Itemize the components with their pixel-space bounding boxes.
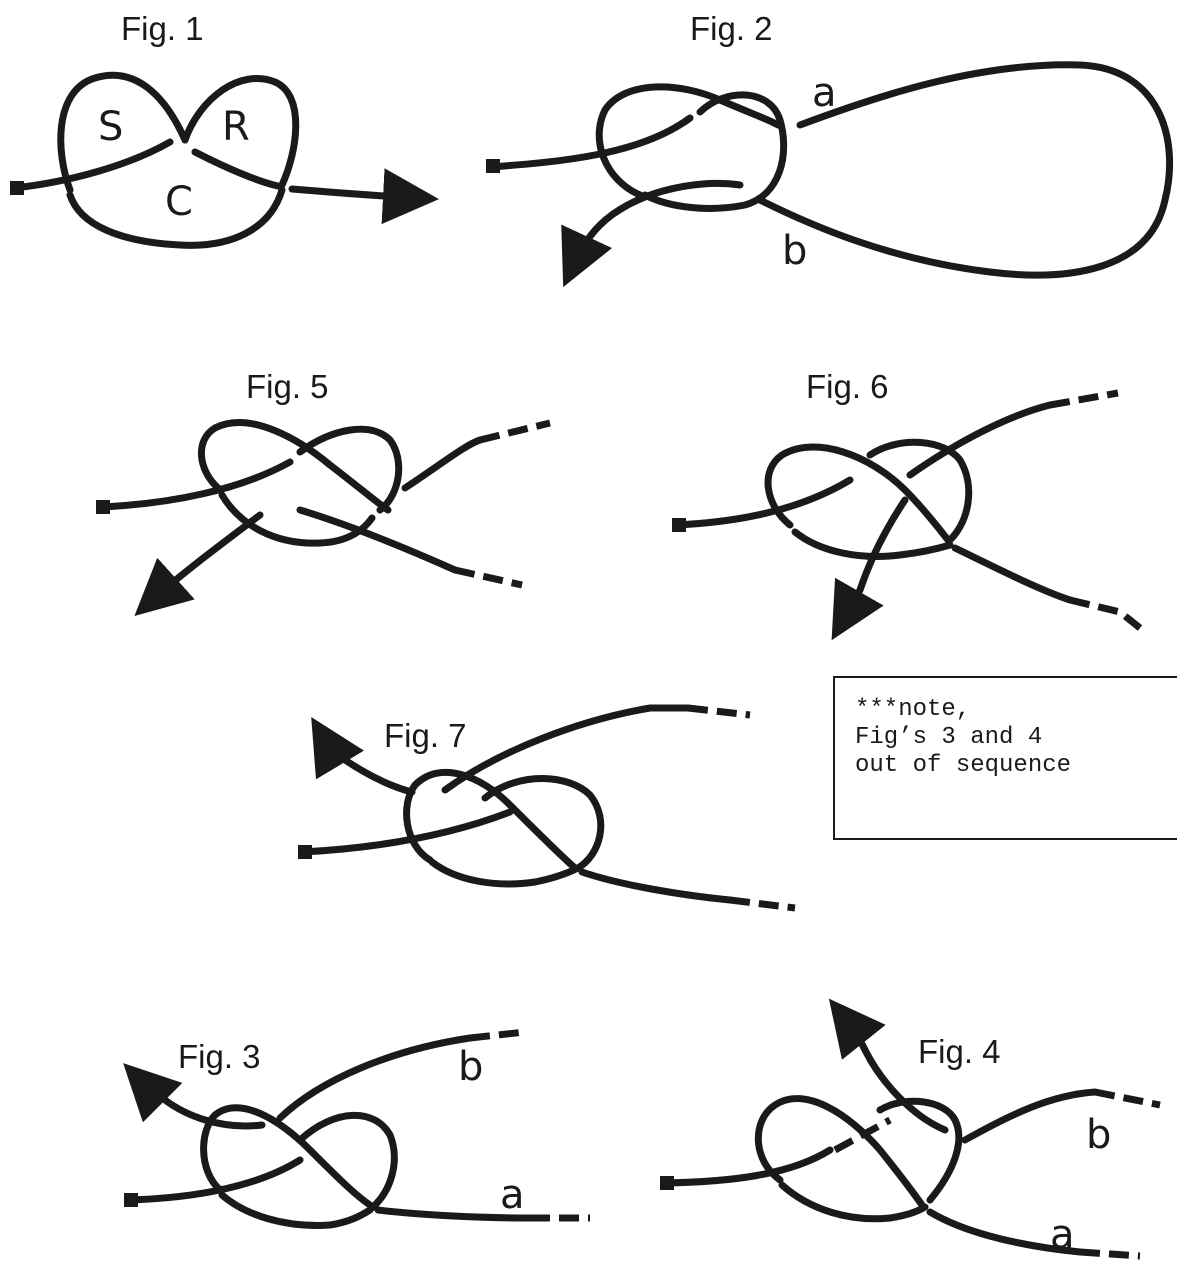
figure-1-standing-end: [10, 138, 174, 192]
figure-4-standing-end: [660, 1146, 834, 1187]
figure-5-left-loop: [197, 419, 392, 514]
figure-1-label-r: R: [222, 104, 250, 150]
figure-2-label-b: b: [782, 228, 807, 274]
figure-3-working-end: [123, 1063, 266, 1130]
figure-1-loop-s: [57, 71, 189, 194]
figure-7-right-loop: [481, 775, 605, 872]
figure-1-title: Fig. 1: [121, 10, 204, 47]
figure-6-right-loop: [866, 438, 973, 544]
figure-3-right-loop: [296, 1111, 398, 1212]
figure-5: Fig. 5: [96, 368, 551, 617]
figure-4: Fig. 4 b a: [660, 998, 1161, 1260]
figure-6-lower-right-strand: [951, 544, 1074, 604]
figure-3-strand-b: [276, 1034, 474, 1122]
figure-4-strand-a: [926, 1208, 1084, 1256]
figure-2-rope-end-cap: [486, 159, 500, 173]
figure-7-rope-end-cap: [298, 845, 312, 859]
figure-7: Fig. 7: [298, 704, 796, 912]
figure-3-lower-bight: [218, 1191, 374, 1229]
figure-1-bight-c: [66, 186, 286, 249]
figure-5-upper-right-strand: [401, 436, 484, 492]
figure-4-rope-end-cap: [660, 1176, 674, 1190]
figure-2-big-loop: [756, 61, 1174, 279]
figure-5-lower-right-strand: [296, 506, 459, 574]
figure-6-working-end: [831, 496, 909, 641]
figure-3-left-loop: [200, 1104, 374, 1209]
figure-5-lower-right-strand-dashed: [454, 566, 523, 589]
figure-3-label-a: a: [500, 1172, 525, 1218]
figure-2-inner-loop: [641, 91, 788, 212]
figure-1-loop-r: [181, 75, 300, 189]
figure-6-rope-end-cap: [672, 518, 686, 532]
figure-6-standing-end: [672, 476, 854, 529]
figure-3: Fig. 3 b a: [123, 1028, 590, 1229]
figure-5-lower-bight: [218, 491, 376, 547]
figure-6-lower-bight: [791, 528, 954, 560]
figure-4-strand-a-dashed: [1079, 1248, 1141, 1260]
figure-3-rope-end-cap: [124, 1193, 138, 1207]
figure-4-inner-crossing-dashed: [833, 1116, 892, 1154]
sequence-note-line-2: Fig’s 3 and 4: [855, 724, 1043, 751]
figure-3-title: Fig. 3: [178, 1038, 261, 1075]
figure-1-rope-end-cap: [10, 181, 24, 195]
figure-6-upper-right-strand: [906, 401, 1054, 479]
figure-1-label-s: S: [98, 104, 123, 150]
figure-5-working-end: [134, 511, 264, 617]
figure-1-label-c: C: [165, 179, 193, 225]
figure-4-label-b: b: [1086, 1112, 1111, 1158]
figure-6: Fig. 6: [672, 368, 1143, 641]
figure-3-strand-a: [374, 1206, 534, 1222]
sequence-note-box: ***note, Fig’s 3 and 4 out of sequence: [833, 676, 1177, 840]
figure-1-working-end: [191, 148, 282, 190]
figure-6-upper-right-strand-dashed: [1049, 389, 1119, 409]
figure-7-standing-end: [298, 808, 514, 856]
sequence-note-line-1: ***note,: [855, 696, 971, 723]
figure-5-standing-end: [96, 458, 294, 511]
figure-2-left-loop: [595, 83, 782, 199]
figure-2-label-a: a: [812, 70, 837, 116]
figure-6-title: Fig. 6: [806, 368, 889, 405]
figure-5-right-loop: [296, 425, 403, 514]
figure-6-lower-right-strand-dashed: [1069, 596, 1143, 631]
figure-4-label-a: a: [1050, 1212, 1075, 1258]
figure-7-upper-right-strand: [441, 704, 692, 794]
figure-7-title: Fig. 7: [384, 717, 467, 754]
figure-6-left-loop: [764, 443, 952, 544]
figure-4-lower-bight: [778, 1181, 929, 1223]
figure-1: Fig. 1 S R C: [10, 10, 439, 249]
figure-4-strand-b-dashed: [1094, 1088, 1161, 1109]
figure-4-left-loop: [754, 1095, 926, 1209]
figure-5-rope-end-cap: [96, 500, 110, 514]
figure-7-working-end: [311, 716, 416, 796]
figure-4-strand-b: [961, 1088, 1099, 1144]
sequence-note-line-3: out of sequence: [855, 752, 1072, 779]
figure-7-left-loop: [403, 768, 579, 872]
figure-3-label-b: b: [458, 1044, 483, 1090]
figure-2-title: Fig. 2: [690, 10, 773, 47]
figure-3-standing-end: [124, 1156, 304, 1204]
figure-7-upper-right-strand-dashed: [687, 704, 751, 719]
figure-1-working-end-arrow: [288, 168, 439, 225]
figure-5-title: Fig. 5: [246, 368, 329, 405]
figure-2-working-end: [561, 179, 744, 288]
figure-2: Fig. 2 a b: [486, 10, 1174, 288]
figure-7-lower-bight: [428, 858, 582, 888]
figure-7-lower-right-strand-dashed: [729, 896, 796, 912]
figure-2-standing-end: [486, 114, 694, 171]
figure-4-title: Fig. 4: [918, 1033, 1001, 1070]
figure-5-upper-right-strand-dashed: [479, 419, 551, 444]
figure-7-lower-right-strand: [578, 868, 734, 904]
figure-4-working-end: [828, 998, 949, 1134]
figure-3-strand-b-dashed: [469, 1028, 526, 1042]
